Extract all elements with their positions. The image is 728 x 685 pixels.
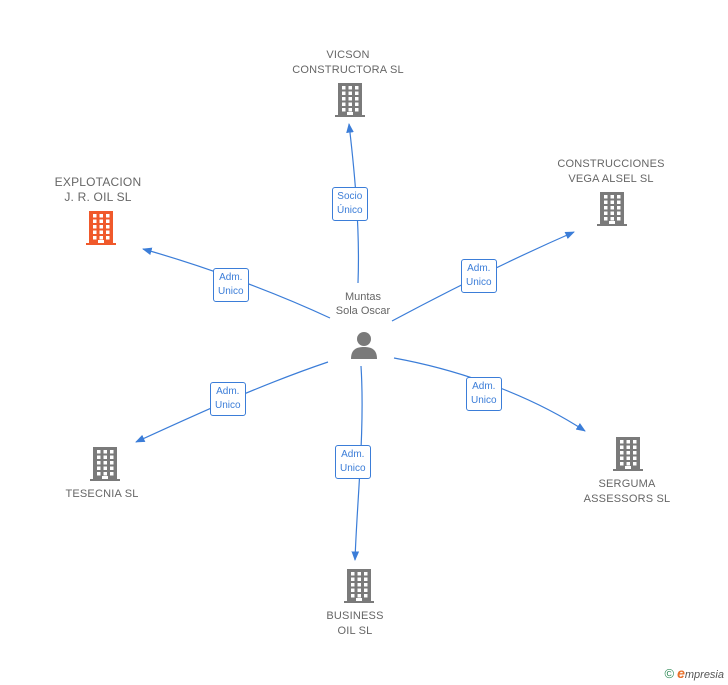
building-icon-explotacion[interactable] [86,211,116,245]
relation-label-business[interactable]: Adm.Unico [335,445,371,479]
relation-label-tesecnia[interactable]: Adm.Unico [210,382,246,416]
building-icon-tesecnia[interactable] [90,447,120,481]
person-name-line2: Sola Oscar [335,305,391,317]
footer-brand: ©empresia [664,665,724,681]
building-icon-vicson[interactable] [335,83,365,117]
person-icon[interactable] [349,330,379,360]
person-name-line1: Muntas [344,291,382,303]
company-label-tesecnia[interactable]: TESECNIA SL [65,488,139,500]
building-icon-serguma[interactable] [613,437,643,471]
relation-label-serguma[interactable]: Adm.Unico [466,377,502,411]
brand-logo-e: e [677,665,685,681]
relation-label-explotacion[interactable]: Adm.Unico [213,268,249,302]
relation-label-construcciones[interactable]: Adm.Unico [461,259,497,293]
brand-logo-text: mpresia [684,669,724,681]
person-name[interactable]: Muntas Sola Oscar [322,290,404,318]
copyright-symbol: © [664,666,675,681]
building-icon-construcciones[interactable] [597,192,627,226]
building-icon-business[interactable] [344,569,374,603]
